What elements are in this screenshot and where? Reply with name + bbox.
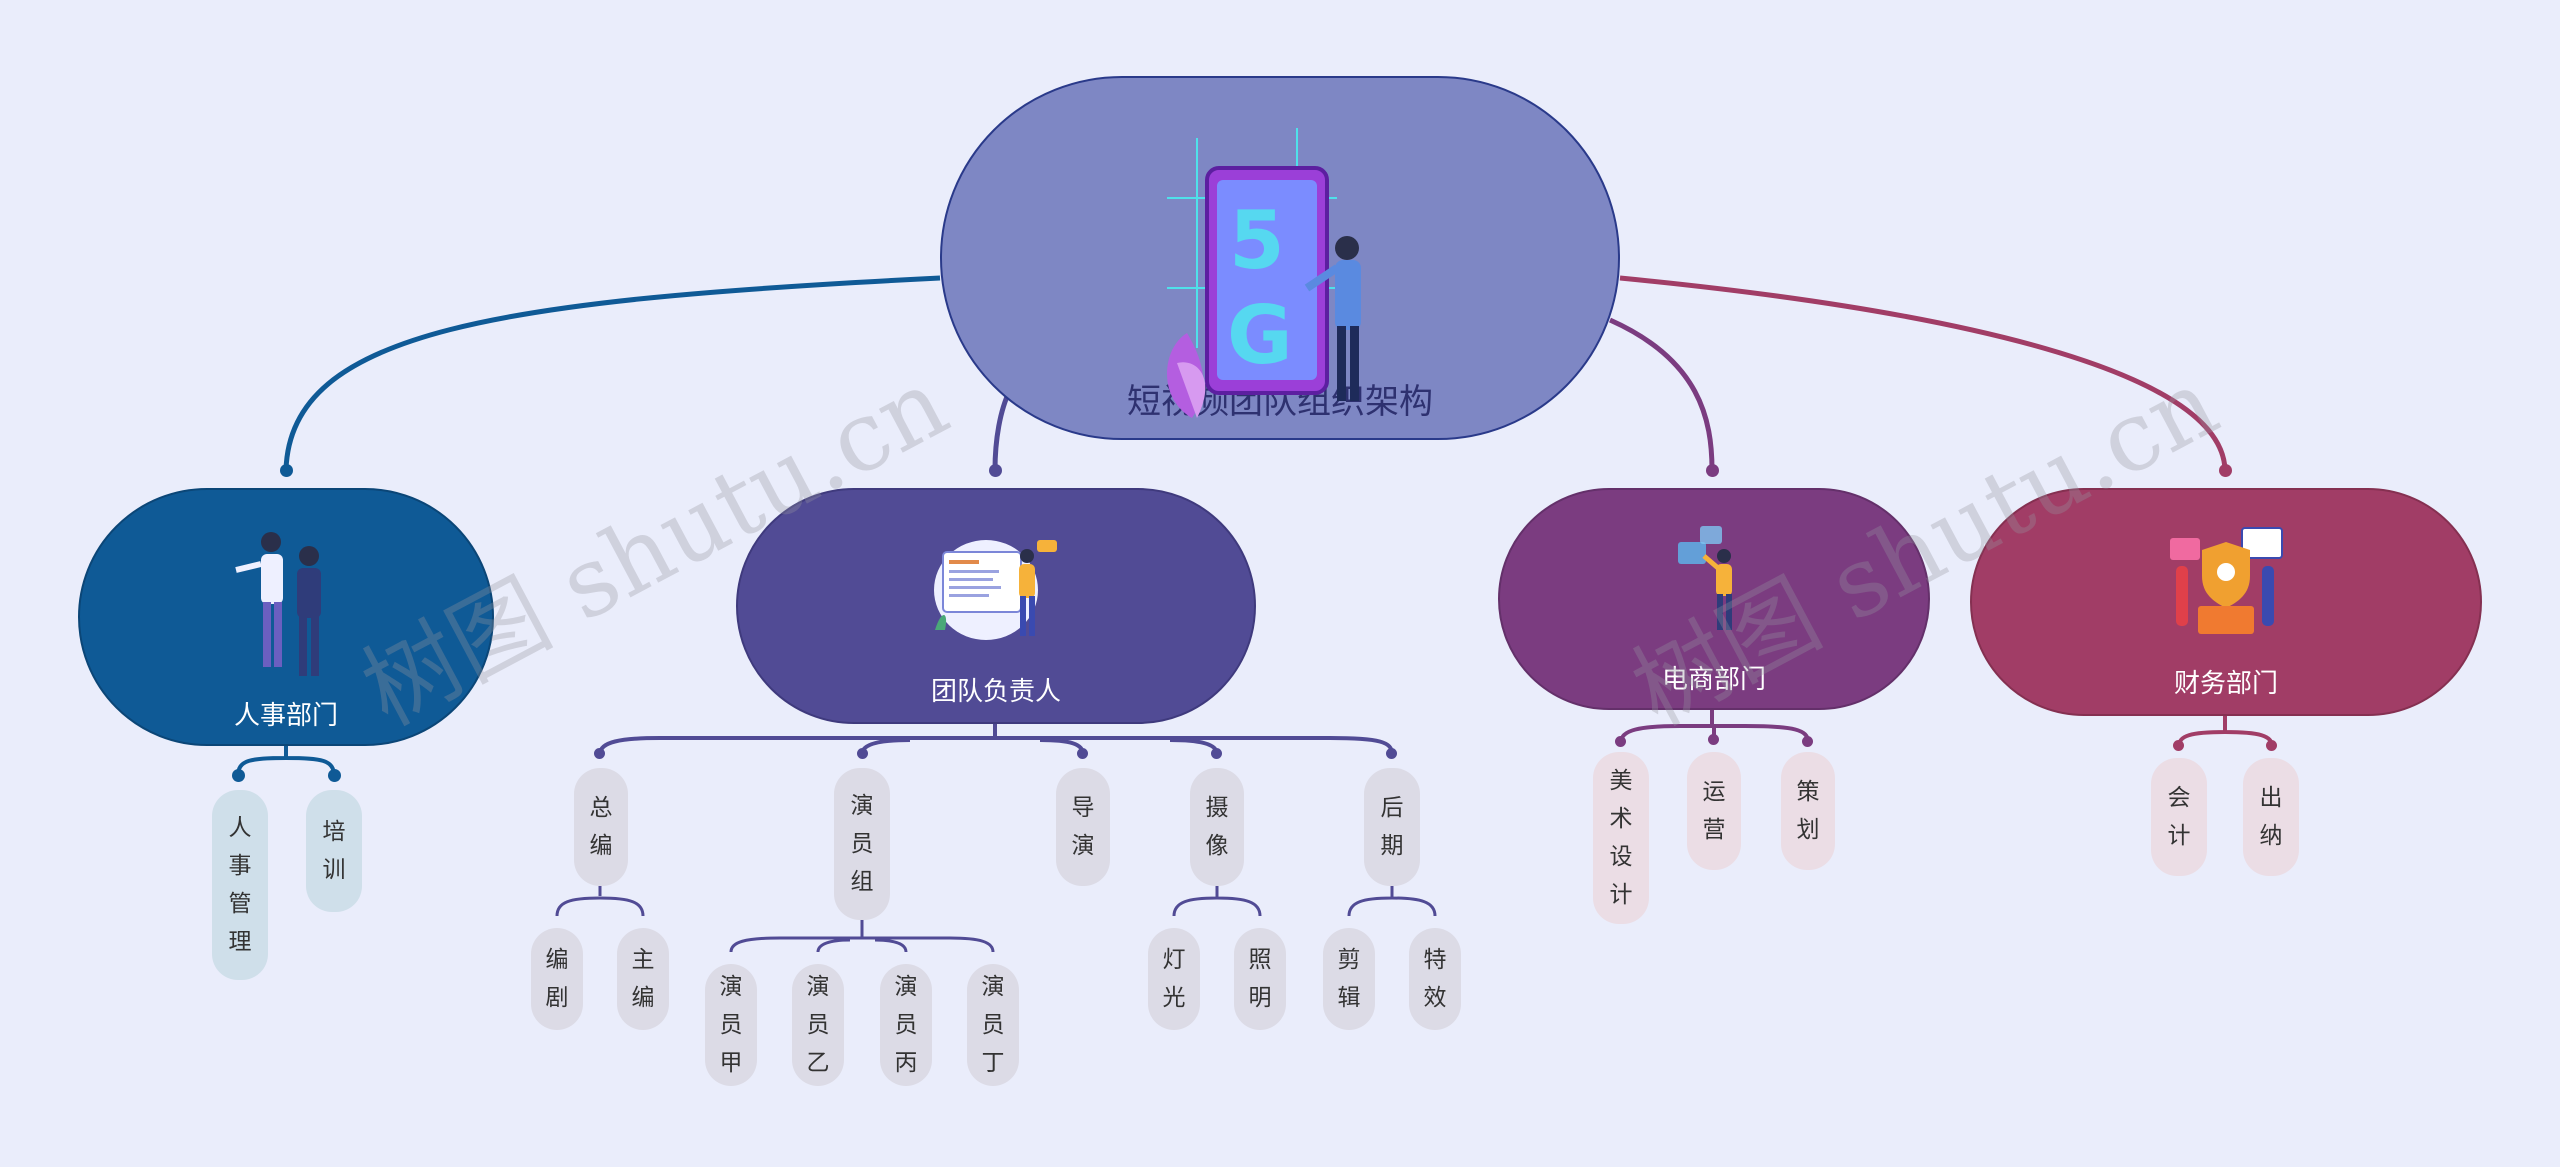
connector-dot (280, 464, 293, 477)
people-talking-icon (235, 532, 321, 676)
leaf-label: 照明 (1248, 947, 1272, 1011)
connector-dot (1615, 736, 1626, 747)
connector-dot (2173, 740, 2184, 751)
leaf-chief-editor[interactable]: 总编 (574, 768, 628, 886)
leaf-label: 演员丙 (894, 974, 918, 1076)
leaf-label: 培训 (322, 819, 346, 883)
leaf-camera[interactable]: 摄像 (1190, 768, 1244, 886)
connector-dot (857, 748, 868, 759)
connector-dot (1802, 736, 1813, 747)
leaf-actor-d[interactable]: 演员丁 (967, 964, 1019, 1086)
leaf-director[interactable]: 导演 (1056, 768, 1110, 886)
leaf-label: 特效 (1423, 947, 1447, 1011)
connector-dot (1211, 748, 1222, 759)
leaf-label: 策划 (1796, 779, 1820, 843)
leaf-illumination[interactable]: 照明 (1234, 928, 1286, 1030)
leaf-actor-b[interactable]: 演员乙 (792, 964, 844, 1086)
5g-phone-illustration-icon: 5 G (1167, 128, 1361, 418)
leaf-label: 灯光 (1162, 947, 1186, 1011)
leaf-label: 运营 (1702, 779, 1726, 843)
leaf-actor-a[interactable]: 演员甲 (705, 964, 757, 1086)
connector-dot (2266, 740, 2277, 751)
ecommerce-department-node[interactable]: 电商部门 (1498, 488, 1930, 710)
leaf-cashier[interactable]: 出纳 (2243, 758, 2299, 876)
leaf-art-design[interactable]: 美术设计 (1593, 752, 1649, 924)
team-lead-node[interactable]: 团队负责人 (736, 488, 1256, 724)
team-lead-label: 团队负责人 (930, 677, 1061, 707)
leaf-label: 剪辑 (1337, 947, 1361, 1011)
leaf-editing[interactable]: 剪辑 (1323, 928, 1375, 1030)
leaf-label: 会计 (2167, 785, 2191, 849)
leaf-label: 主编 (631, 947, 655, 1011)
leaf-training[interactable]: 培训 (306, 790, 362, 912)
leaf-label: 后期 (1380, 795, 1404, 859)
connector-dot (1706, 464, 1719, 477)
leaf-operations[interactable]: 运营 (1687, 752, 1741, 870)
leaf-actor-c[interactable]: 演员丙 (880, 964, 932, 1086)
leaf-lighting[interactable]: 灯光 (1148, 928, 1200, 1030)
connector-dot (1386, 748, 1397, 759)
connector-dot (1077, 748, 1088, 759)
leaf-planning[interactable]: 策划 (1781, 752, 1835, 870)
leaf-label: 出纳 (2259, 785, 2283, 849)
hr-department-label: 人事部门 (233, 701, 338, 731)
leaf-label: 美术设计 (1609, 768, 1633, 908)
leaf-post-production[interactable]: 后期 (1364, 768, 1420, 886)
connector-dot (989, 464, 1002, 477)
leaf-accounting[interactable]: 会计 (2151, 758, 2207, 876)
person-touchscreen-icon (1678, 526, 1732, 630)
leaf-label: 演员乙 (806, 974, 830, 1076)
finance-department-label: 财务部门 (2173, 669, 2278, 699)
ecommerce-department-label: 电商部门 (1661, 665, 1766, 695)
presenter-board-icon (934, 540, 1057, 640)
hr-department-node[interactable]: 人事部门 (78, 488, 494, 746)
leaf-special-effects[interactable]: 特效 (1409, 928, 1461, 1030)
connector-dot (1708, 734, 1719, 745)
leaf-editor-in-charge[interactable]: 主编 (617, 928, 669, 1030)
connector-dot (232, 769, 245, 782)
svg-text:5: 5 (1229, 194, 1285, 287)
leaf-label: 编剧 (545, 947, 569, 1011)
finance-department-node[interactable]: 财务部门 (1970, 488, 2482, 716)
leaf-screenwriter[interactable]: 编剧 (531, 928, 583, 1030)
connector-dot (2219, 464, 2232, 477)
leaf-actors-group[interactable]: 演员组 (834, 768, 890, 920)
svg-text:G: G (1227, 289, 1293, 382)
leaf-label: 演员组 (850, 793, 874, 895)
leaf-label: 演员丁 (981, 974, 1005, 1076)
leaf-label: 总编 (589, 795, 613, 859)
security-finance-icon (2170, 527, 2283, 634)
connector-dot (328, 769, 341, 782)
leaf-label: 人事管理 (228, 815, 252, 955)
leaf-hr-management[interactable]: 人事管理 (212, 790, 268, 980)
connector-dot (594, 748, 605, 759)
leaf-label: 导演 (1071, 795, 1095, 859)
root-node[interactable]: 5 G 短视频团队组织架构 (940, 76, 1620, 440)
leaf-label: 摄像 (1205, 795, 1229, 859)
leaf-label: 演员甲 (719, 974, 743, 1076)
